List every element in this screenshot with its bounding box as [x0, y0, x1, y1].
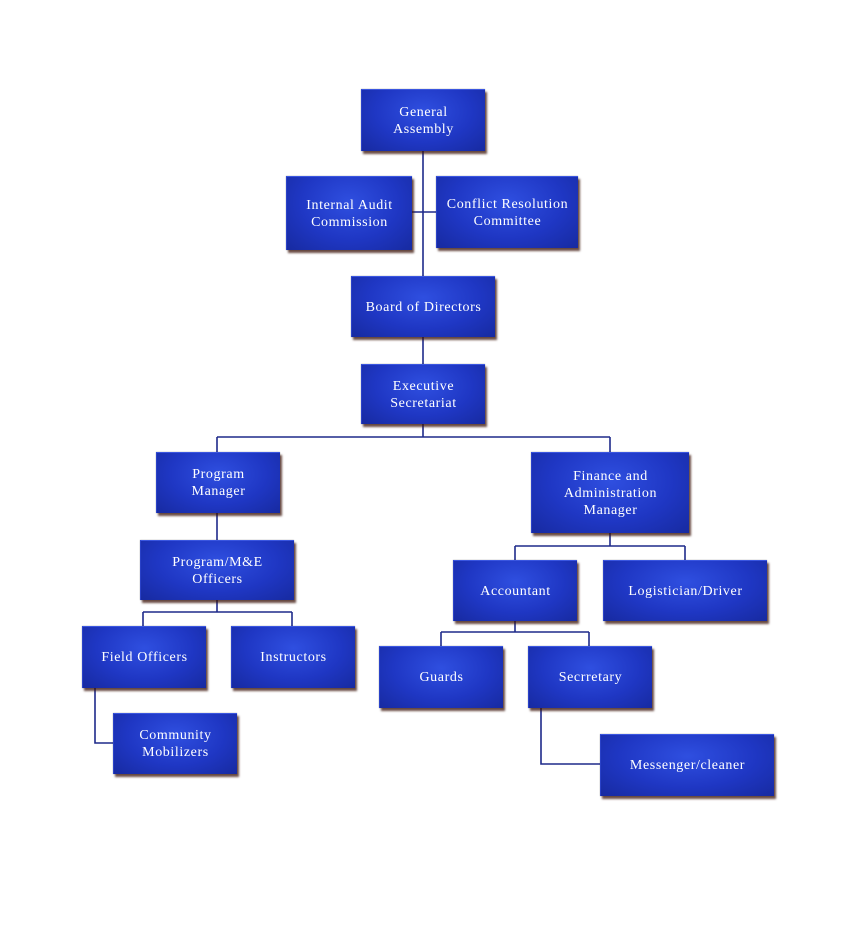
node-secretary: Secrretary — [528, 646, 652, 708]
node-guards: Guards — [379, 646, 503, 708]
node-internal-audit-commission: Internal Audit Commission — [286, 176, 412, 250]
node-instructors: Instructors — [231, 626, 355, 688]
node-messenger-cleaner: Messenger/cleaner — [600, 734, 774, 796]
node-program-me-officers: Program/M&E Officers — [140, 540, 294, 600]
node-board-of-directors: Board of Directors — [351, 276, 495, 337]
node-logistician-driver: Logistician/Driver — [603, 560, 767, 621]
node-conflict-resolution-committee: Conflict Resolution Committee — [436, 176, 578, 248]
node-finance-administration-manager: Finance and Administration Manager — [531, 452, 689, 533]
node-executive-secretariat: Executive Secretariat — [361, 364, 485, 424]
node-general-assembly: General Assembly — [361, 89, 485, 151]
node-program-manager: Program Manager — [156, 452, 280, 513]
node-community-mobilizers: Community Mobilizers — [113, 713, 237, 774]
connector-field-community — [94, 688, 113, 744]
node-accountant: Accountant — [453, 560, 577, 621]
connector-secretary-messenger — [540, 708, 600, 765]
node-field-officers: Field Officers — [82, 626, 206, 688]
